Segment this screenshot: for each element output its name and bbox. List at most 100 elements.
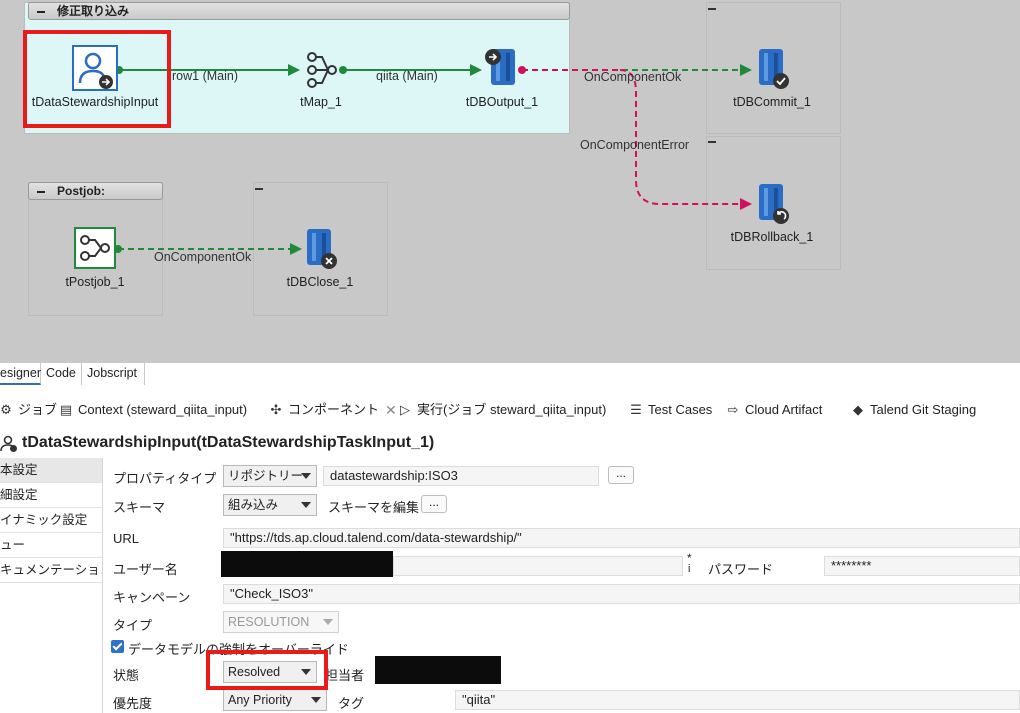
state-label: 状態 (113, 668, 140, 683)
designer-canvas[interactable]: 修正取り込み Postjob: row1 (Main) qiita ( (0, 0, 1020, 362)
link-qiita-start (339, 66, 347, 74)
override-checkbox[interactable] (111, 640, 124, 653)
property-repository-field[interactable]: datastewardship:ISO3 (323, 466, 599, 486)
tab-test-cases[interactable]: ☰Test Cases (628, 396, 712, 424)
component-tmap[interactable]: tMap_1 (246, 45, 396, 109)
context-icon: ▤ (59, 402, 73, 417)
highlight-box-component (23, 30, 171, 128)
schema-label: スキーマ (113, 500, 166, 515)
priority-select[interactable]: Any Priority (223, 689, 327, 711)
tab-label: ジョブ (18, 402, 58, 417)
tab-label: Cloud Artifact (745, 402, 823, 417)
campaign-field[interactable]: "Check_ISO3" (223, 584, 1020, 604)
component-label: tMap_1 (300, 95, 342, 109)
postjob-icon (72, 225, 118, 271)
panel-tab-bar: ⚙ ジョブ ▤ Context (steward_qiita_input) ✣コンポ… (0, 396, 1020, 424)
property-type-select[interactable]: リポジトリー (223, 465, 317, 487)
view-tab-bar: esigner Code Jobscript (0, 362, 1020, 385)
tab-context[interactable]: ▤ Context (steward_qiita_input) (58, 396, 247, 424)
state-value: Resolved (228, 665, 281, 679)
link-row1-arrow (288, 64, 300, 76)
db-output-icon (479, 45, 525, 91)
property-browse-button[interactable]: ... (608, 466, 634, 484)
subjob-commit[interactable] (706, 2, 841, 134)
link-on-ok-close-arrow (290, 243, 302, 255)
tab-job[interactable]: ⚙ ジョブ (0, 396, 57, 424)
info-icon: i (688, 563, 691, 575)
test-cases-icon: ☰ (630, 402, 642, 417)
basic-settings-form: プロパティタイプ リポジトリー datastewardship:ISO3 ...… (103, 458, 1020, 713)
collapse-icon[interactable] (708, 141, 716, 143)
schema-select[interactable]: 組み込み (223, 494, 317, 516)
tab-label: 実行(ジョブ steward_qiita_input) (417, 402, 607, 417)
collapse-icon[interactable] (37, 190, 45, 193)
settings-category-list: 本設定 細設定 イナミック設定 ュー キュメンテーション (0, 458, 103, 713)
tab-component[interactable]: ✣コンポーネント✕ (268, 396, 397, 424)
state-select[interactable]: Resolved (223, 661, 317, 683)
required-marker: * (687, 551, 692, 565)
schema-edit-button[interactable]: ... (421, 495, 447, 513)
link-on-error-arrow (740, 198, 752, 210)
assignee-field[interactable] (375, 656, 501, 684)
component-label: tPostjob_1 (65, 275, 125, 289)
steward-input-icon (72, 45, 118, 91)
component-tdbcommit[interactable]: tDBCommit_1 (697, 45, 847, 109)
link-on-ok-close-label[interactable]: OnComponentOk (154, 250, 252, 264)
link-qiita-label[interactable]: qiita (Main) (376, 69, 438, 83)
job-icon: ⚙ (0, 402, 12, 417)
collapse-icon[interactable] (37, 10, 45, 13)
steward-input-icon (0, 435, 17, 452)
component-tdboutput[interactable]: tDBOutput_1 (427, 45, 577, 109)
subjob-main-label: 修正取り込み (57, 4, 130, 18)
type-select[interactable]: RESOLUTION (223, 611, 339, 633)
category-basic-settings[interactable]: 本設定 (0, 458, 102, 483)
tab-designer[interactable]: esigner (0, 363, 41, 385)
category-documentation[interactable]: キュメンテーション (0, 558, 102, 583)
category-view[interactable]: ュー (0, 533, 102, 558)
priority-label: 優先度 (113, 696, 153, 711)
schema-edit-label: スキーマを編集 (328, 500, 420, 515)
tab-jobscript[interactable]: Jobscript (83, 363, 145, 385)
type-label: タイプ (113, 618, 153, 633)
tab-code[interactable]: Code (42, 363, 82, 385)
url-field[interactable]: "https://tds.ap.cloud.talend.com/data-st… (223, 528, 1020, 548)
link-on-error-dot (518, 66, 526, 74)
chevron-down-icon (301, 473, 311, 479)
chevron-down-icon (301, 669, 311, 675)
component-label: tDBClose_1 (286, 275, 354, 289)
subjob-main-title[interactable]: 修正取り込み (28, 2, 570, 20)
tab-run[interactable]: ▷実行(ジョブ steward_qiita_input) (397, 396, 606, 424)
component-tdatastewardshipinput[interactable]: tDataStewardshipInput (20, 45, 170, 109)
component-label: tDBOutput_1 (465, 95, 539, 109)
subjob-post-title[interactable]: Postjob: (28, 182, 163, 200)
chevron-down-icon (301, 502, 311, 508)
tab-label: Context (steward_qiita_input) (78, 402, 248, 417)
username-field-rest[interactable] (393, 556, 683, 576)
password-label: パスワード (708, 562, 774, 577)
username-field[interactable] (221, 551, 393, 577)
password-field[interactable]: ******** (824, 556, 1020, 576)
db-rollback-icon (749, 180, 795, 226)
tab-git-staging[interactable]: ◆Talend Git Staging (850, 396, 976, 424)
tab-cloud-artifact[interactable]: ⇨Cloud Artifact (725, 396, 823, 424)
component-tpostjob[interactable]: tPostjob_1 (20, 225, 170, 289)
tag-label: タグ (338, 696, 365, 711)
db-commit-icon (749, 45, 795, 91)
collapse-icon[interactable] (708, 8, 716, 10)
close-icon[interactable]: ✕ (385, 402, 397, 418)
schema-value: 組み込み (228, 498, 279, 512)
subjob-post-label: Postjob: (57, 184, 105, 198)
collapse-icon[interactable] (255, 188, 263, 190)
component-tdbrollback[interactable]: tDBRollback_1 (697, 180, 847, 244)
category-dynamic-settings[interactable]: イナミック設定 (0, 508, 102, 533)
component-tdbclose[interactable]: tDBClose_1 (245, 225, 395, 289)
tmap-icon (298, 45, 344, 91)
tag-field[interactable]: "qiita" (455, 690, 1020, 710)
db-close-icon (297, 225, 343, 271)
link-row1-label[interactable]: row1 (Main) (172, 69, 238, 83)
link-on-ok-commit-arrow (740, 64, 752, 76)
link-on-ok-commit-label[interactable]: OnComponentOk (584, 70, 682, 84)
category-advanced-settings[interactable]: 細設定 (0, 483, 102, 508)
link-on-error-label[interactable]: OnComponentError (580, 138, 690, 152)
url-label: URL (113, 531, 140, 546)
